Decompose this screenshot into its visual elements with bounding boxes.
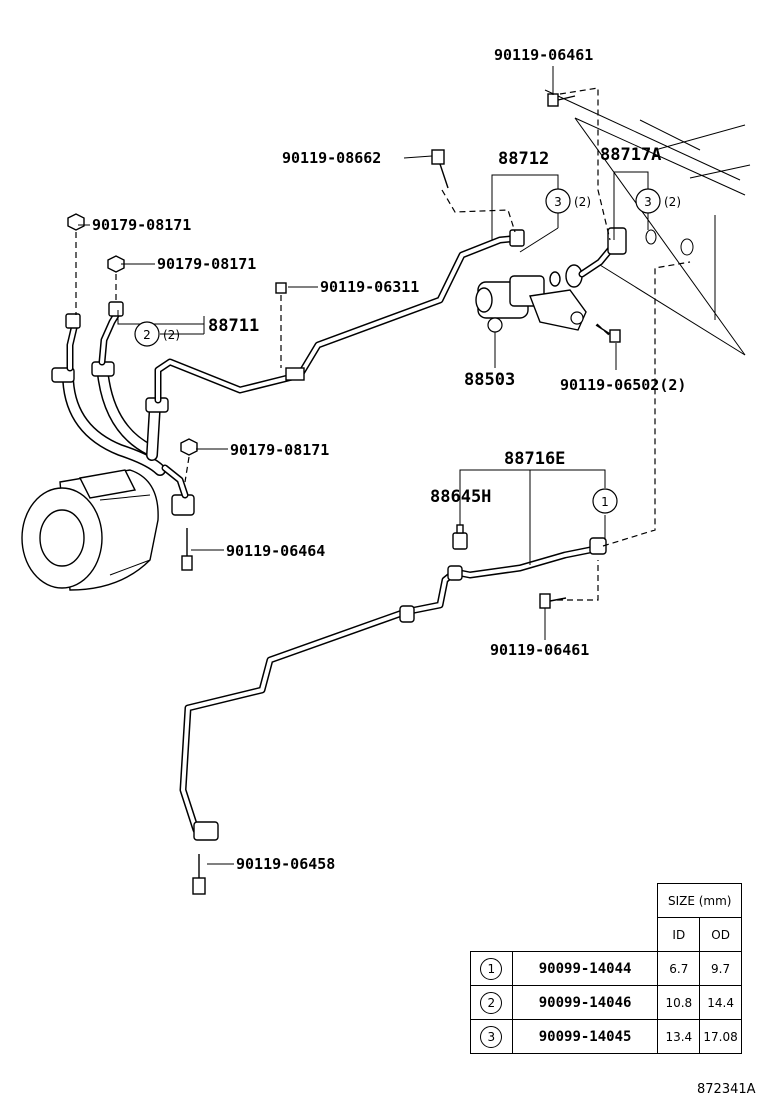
part-label-90179-08171-b: 90179-08171 [157, 255, 256, 273]
part-label-90119-08662: 90119-08662 [282, 149, 381, 167]
callout-3-left: 3 (2) [545, 188, 591, 214]
expansion-valve-88503 [475, 227, 694, 333]
pressure-switch-88645H [452, 524, 468, 550]
row-od: 17.08 [699, 1019, 742, 1054]
table-row: 1 90099-14044 6.7 9.7 [470, 951, 742, 986]
part-label-88503: 88503 [464, 370, 515, 390]
diagram-reference-code: 872341A [697, 1082, 756, 1097]
row-id: 6.7 [657, 951, 701, 986]
compressor [21, 469, 159, 591]
row-id: 13.4 [657, 1019, 701, 1054]
part-label-90119-06461-bottom: 90119-06461 [490, 641, 589, 659]
row-index: 1 [480, 957, 503, 980]
part-label-90119-06458: 90119-06458 [236, 855, 335, 873]
part-label-90119-06461-top: 90119-06461 [494, 46, 593, 64]
table-header-row: SIZE (mm) [471, 883, 742, 918]
pipe-88712 [154, 229, 525, 404]
callout-quantity: (2) [574, 195, 591, 209]
part-label-88712: 88712 [498, 149, 549, 169]
size-header: SIZE (mm) [657, 883, 742, 918]
compressor-fitting [161, 464, 195, 516]
table-row: 3 90099-14045 13.4 17.08 [470, 1019, 742, 1054]
part-label-90119-06502: 90119-06502(2) [560, 376, 686, 394]
col-od-header: OD [699, 917, 742, 952]
part-label-90179-08171-a: 90179-08171 [92, 216, 191, 234]
reference-lines [75, 87, 691, 601]
col-id-header: ID [657, 917, 701, 952]
callout-2: 2 (2) [134, 321, 180, 347]
callout-number: 1 [601, 495, 609, 509]
row-part-number: 90099-14045 [511, 1019, 659, 1054]
part-label-90119-06464: 90119-06464 [226, 542, 325, 560]
row-index: 2 [480, 991, 503, 1014]
body-panel-outline [544, 89, 751, 356]
part-label-90179-08171-c: 90179-08171 [230, 441, 329, 459]
callout-number: 3 [554, 195, 562, 209]
part-label-88645H: 88645H [430, 487, 491, 507]
part-label-88711: 88711 [208, 316, 259, 336]
callout-3-right: 3 (2) [635, 188, 681, 214]
row-index: 3 [480, 1025, 503, 1048]
callout-number: 3 [644, 195, 652, 209]
hose-88711 [51, 301, 169, 476]
row-od: 9.7 [699, 951, 742, 986]
part-label-88717A: 88717A [600, 145, 661, 165]
table-subheader-row: ID OD [471, 917, 742, 952]
row-part-number: 90099-14046 [511, 985, 659, 1020]
table-row: 2 90099-14046 10.8 14.4 [470, 985, 742, 1020]
part-label-90119-06311: 90119-06311 [320, 278, 419, 296]
row-id: 10.8 [657, 985, 701, 1020]
part-labels: 90119-06461 90119-08662 88712 88717A 901… [92, 46, 686, 873]
part-label-88716E: 88716E [504, 449, 565, 469]
pipe-88716E [179, 537, 607, 841]
row-part-number: 90099-14044 [511, 951, 659, 986]
callout-number: 2 [143, 328, 151, 342]
callout-quantity: (2) [163, 328, 180, 342]
leader-lines [78, 66, 649, 865]
callout-1: 1 [592, 488, 618, 514]
callout-quantity: (2) [664, 195, 681, 209]
row-od: 14.4 [699, 985, 742, 1020]
o-ring-size-table: SIZE (mm) ID OD 1 90099-14044 6.7 9.7 2 … [470, 883, 742, 1054]
